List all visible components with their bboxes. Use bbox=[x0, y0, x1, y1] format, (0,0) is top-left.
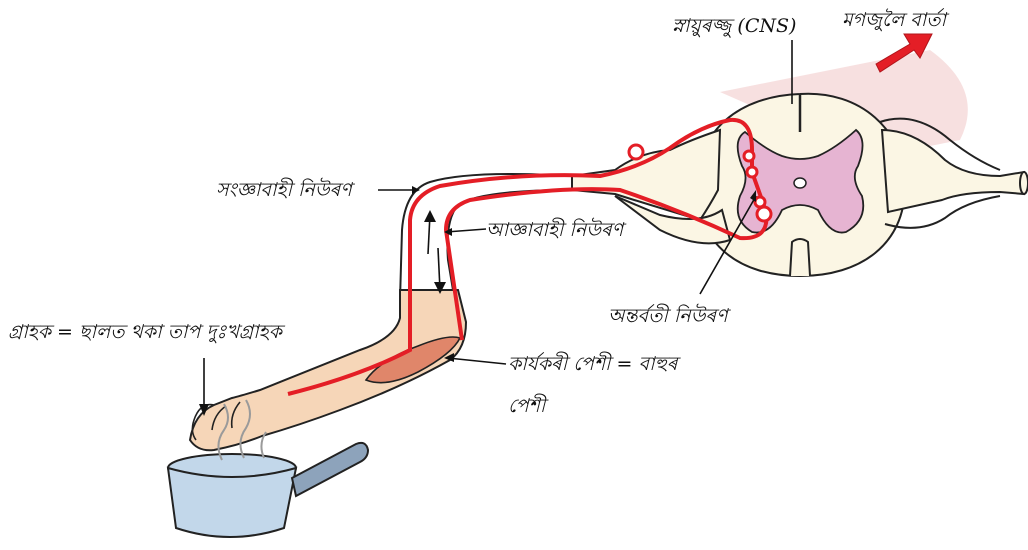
label-spinal-cord: স্নায়ুৰজ্জু (CNS) bbox=[672, 15, 796, 38]
right-nerve-end bbox=[1020, 172, 1028, 194]
central-canal bbox=[794, 178, 806, 188]
pot-handle bbox=[292, 443, 368, 496]
synapse-3 bbox=[755, 197, 765, 207]
synapse-2 bbox=[747, 167, 757, 177]
label-sensory-neuron: সংজ্ঞাবাহী নিউৰণ bbox=[216, 177, 355, 201]
label-message-to-brain: মগজুলৈ বাৰ্তা bbox=[842, 7, 950, 32]
pot-body bbox=[168, 468, 296, 537]
label-effector-line2: পেশী bbox=[508, 393, 549, 417]
ventral-median-fissure bbox=[790, 239, 810, 276]
label-interneuron: অন্তৰ্বতী নিউৰণ bbox=[608, 303, 731, 327]
label-motor-neuron: আজ্ঞাবাহী নিউৰণ bbox=[486, 217, 627, 241]
motor-cell-body bbox=[757, 207, 771, 221]
leader-effector bbox=[448, 358, 506, 364]
ganglion-cell-body bbox=[629, 145, 643, 159]
label-receptor: গ্ৰাহক = ছালত থকা তাপ দুঃখগ্ৰাহক bbox=[8, 321, 286, 343]
synapse-1 bbox=[744, 151, 754, 161]
sensory-direction-arrowhead bbox=[424, 210, 436, 222]
label-effector-line1: কাৰ্যকৰী পেশী = বাহুৰ bbox=[508, 351, 682, 375]
